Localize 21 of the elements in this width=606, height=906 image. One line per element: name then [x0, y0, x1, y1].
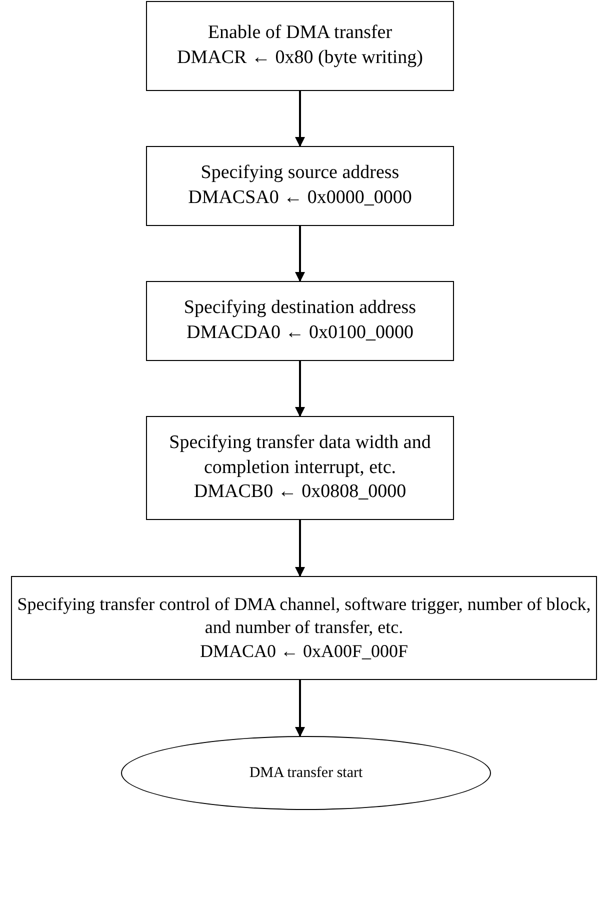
process-box: [146, 281, 454, 361]
register-assignment: DMACR ← 0x80 (byte writing): [177, 46, 423, 70]
step-title: DMA transfer start: [249, 764, 363, 782]
arrow: [295, 91, 305, 147]
register-assignment: DMACA0 ← 0xA00F_000F: [198, 640, 410, 663]
process-box: [146, 146, 454, 226]
step-title: Specifying transfer data width and completion interrupt, etc.: [168, 430, 432, 480]
register-assignment: DMACDA0 ← 0x0100_0000: [186, 321, 414, 345]
process-box: [146, 1, 454, 91]
process-box: [146, 416, 454, 520]
arrow: [295, 361, 305, 417]
register-assignment: DMACB0 ← 0x0808_0000: [194, 480, 406, 504]
step-title: Specifying source address: [200, 161, 400, 186]
arrow: [295, 226, 305, 282]
step-title: Enable of DMA transfer: [208, 21, 392, 46]
step-title: Specifying transfer control of DMA channel, software trigger, number of block, and number of transfer, etc.: [16, 592, 592, 640]
arrow: [295, 520, 305, 577]
process-box: [11, 576, 597, 680]
step-title: Specifying destination address: [184, 296, 416, 320]
register-assignment: DMACSA0 ← 0x0000_0000: [188, 186, 412, 210]
arrow: [295, 680, 305, 737]
